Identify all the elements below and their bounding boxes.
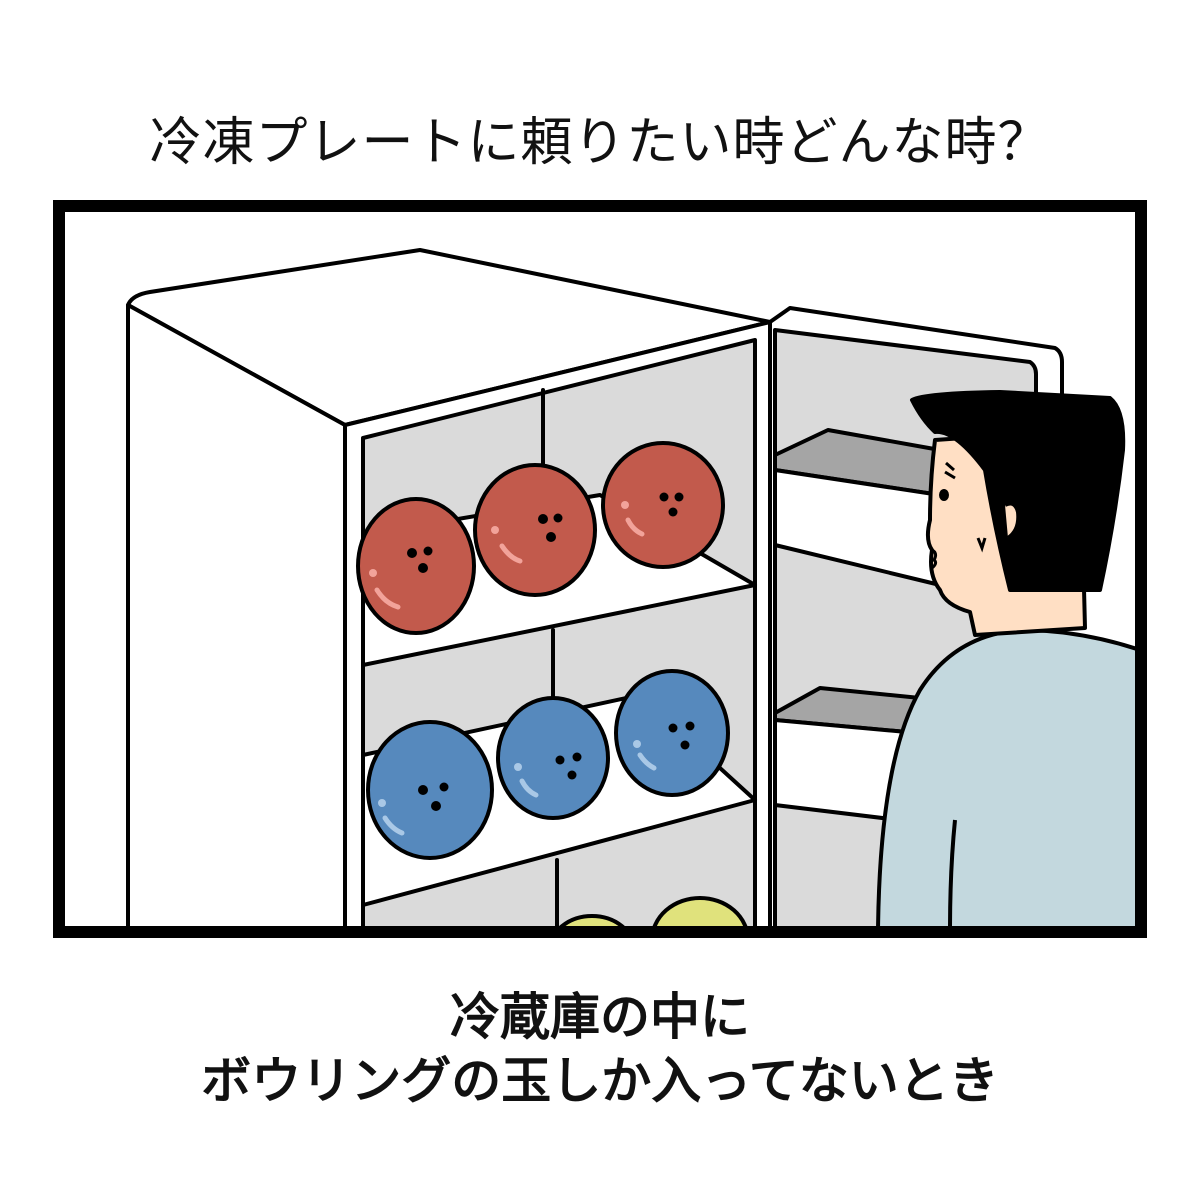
red-ball (356, 497, 476, 635)
panel-illustration (126, 248, 1135, 926)
shirt (876, 628, 1135, 926)
blue-ball (496, 696, 610, 820)
fridge-top (126, 248, 772, 427)
caption-line-2: ボウリングの玉しか入ってないとき (201, 1052, 999, 1110)
yellow-ball (652, 896, 748, 926)
comic-title: 冷凍プレートに頼りたい時どんな時？ (149, 113, 1051, 173)
red-ball (601, 441, 725, 569)
comic-caption: 冷蔵庫の中に ボウリングの玉しか入ってないとき (0, 985, 1200, 1113)
caption-line-1: 冷蔵庫の中に (450, 988, 750, 1046)
fridge-side (126, 303, 347, 926)
red-ball (473, 463, 597, 597)
hair (910, 390, 1126, 592)
blue-ball (614, 669, 730, 797)
yellow-ball (559, 914, 625, 926)
comic-panel (53, 200, 1147, 938)
face-details (931, 461, 987, 570)
blue-ball (366, 720, 494, 860)
